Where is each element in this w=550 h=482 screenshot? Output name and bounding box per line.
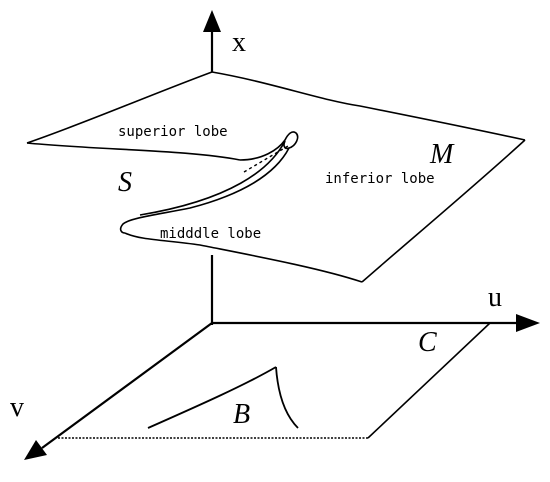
fold-front-curve (119, 147, 290, 234)
middle-lobe-label: midddle lobe (160, 226, 261, 242)
fold-upper-curve (239, 131, 299, 161)
surface-s-label: S (118, 167, 132, 198)
v-axis-arrowhead (24, 440, 47, 460)
x-axis-arrowhead (203, 10, 221, 32)
bifurcation-cusp-lower-branch (275, 366, 299, 429)
u-axis-label: u (488, 282, 502, 313)
inferior-lobe-label: inferior lobe (325, 171, 435, 187)
bifurcation-b-label: B (233, 399, 250, 430)
surface-top-edge (26, 71, 526, 144)
surface-left-edge (26, 142, 241, 161)
superior-lobe-label: superior lobe (118, 124, 228, 140)
u-axis-arrowhead (516, 314, 540, 332)
control-plane-c-label: C (418, 327, 437, 358)
surface-right-edge (361, 139, 526, 283)
bifurcation-cusp-upper-branch (147, 366, 277, 429)
v-axis-line (41, 322, 213, 449)
fold-inner-curve (139, 140, 286, 216)
fold-hidden-line (243, 145, 289, 173)
x-axis-label: x (232, 27, 246, 58)
surface-bottom-edge (124, 232, 363, 283)
v-axis-label: v (10, 392, 24, 423)
surface-m-label: M (429, 139, 455, 170)
control-plane-right-edge (367, 322, 491, 439)
